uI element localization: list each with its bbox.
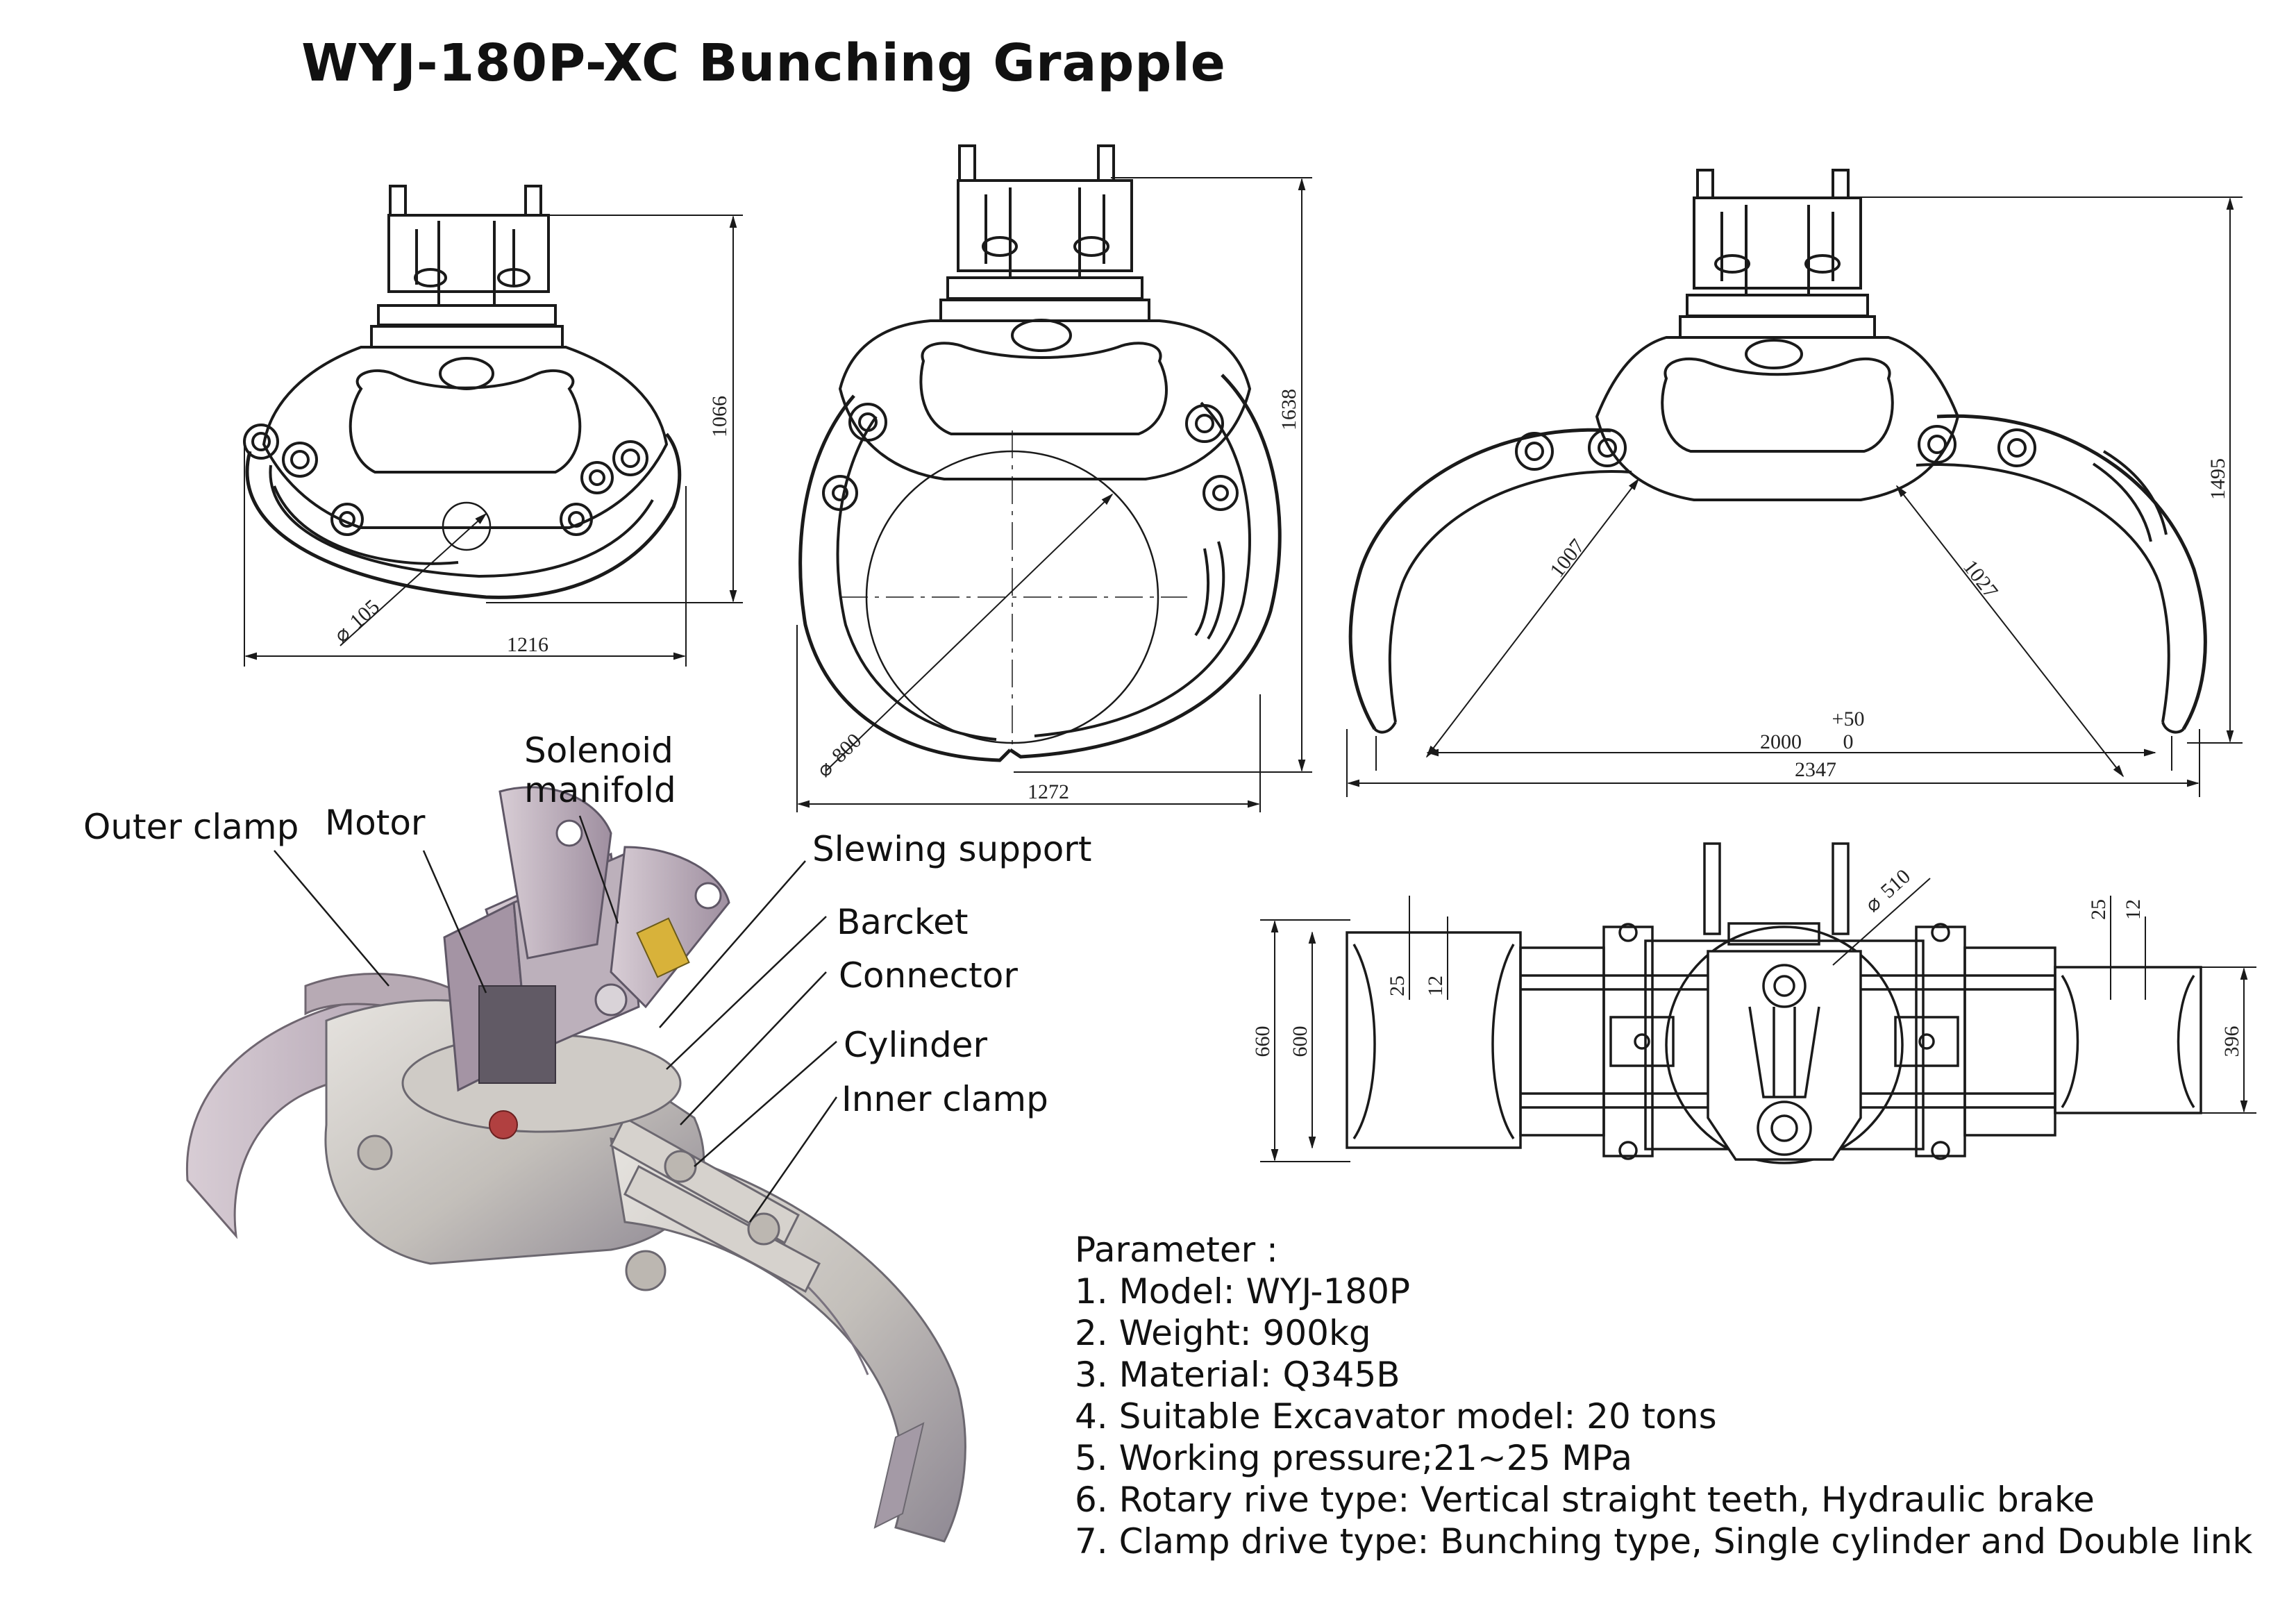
dim-12-left: 12 [1424, 976, 1447, 996]
callout-solenoid-line1: Solenoid [524, 730, 673, 771]
callout-connector: Connector [839, 955, 1018, 996]
callout-outer-clamp: Outer clamp [83, 807, 299, 847]
grapple-3d-render [185, 786, 966, 1543]
dim-1066: 1066 [708, 396, 731, 437]
diameter-symbol: ⌀ [812, 757, 837, 782]
dim-396: 396 [2220, 1026, 2243, 1057]
tolerance-zero: 0 [1843, 730, 1854, 753]
parameter-item: 6. Rotary rive type: Vertical straight t… [1075, 1480, 2095, 1520]
dim-1638: 1638 [1277, 389, 1300, 430]
dim-600: 600 [1289, 1026, 1312, 1057]
dim-1007: 1007 [1545, 535, 1589, 582]
dim-25-right: 25 [2087, 899, 2110, 920]
dim-25-left: 25 [1386, 976, 1409, 996]
callout-barcket: Barcket [837, 902, 968, 942]
top-view [1260, 842, 2256, 1164]
dim-660: 660 [1251, 1026, 1274, 1057]
parameter-item: 7. Clamp drive type: Bunching type, Sing… [1075, 1521, 2253, 1562]
callout-slewing-support: Slewing support [812, 829, 1091, 869]
callout-solenoid-line2: manifold [524, 770, 676, 810]
tolerance-plus: +50 [1832, 708, 1865, 730]
parameter-item: 3. Material: Q345B [1075, 1355, 1400, 1395]
callout-leaders [274, 815, 838, 1223]
diameter-symbol: ⌀ [1861, 891, 1886, 917]
dim-1495: 1495 [2206, 458, 2229, 500]
callout-cylinder: Cylinder [844, 1025, 987, 1065]
dim-1216: 1216 [507, 633, 548, 656]
dim-2000: 2000 [1760, 730, 1802, 753]
diagram-title: WYJ-180P-XC Bunching Grapple [301, 33, 1226, 93]
parameter-item: 1. Model: WYJ-180P [1075, 1271, 1411, 1312]
diameter-symbol: ⌀ [330, 621, 355, 647]
dim-800: 800 [828, 729, 866, 767]
dim-12-right: 12 [2122, 899, 2145, 920]
dim-105: 105 [345, 595, 384, 633]
callout-motor: Motor [325, 803, 426, 843]
front-view-open [1346, 169, 2243, 797]
dim-2347: 2347 [1795, 758, 1836, 781]
dim-1027: 1027 [1959, 555, 2002, 603]
parameter-item: 5. Working pressure;21~25 MPa [1075, 1438, 1632, 1478]
front-view-closed [243, 185, 743, 667]
parameter-list: Parameter : 1. Model: WYJ-180P 2. Weight… [1075, 1229, 2252, 1562]
parameter-heading: Parameter : [1075, 1230, 1278, 1270]
dim-1272: 1272 [1028, 780, 1069, 803]
front-view-log [796, 144, 1312, 812]
callout-inner-clamp: Inner clamp [841, 1079, 1048, 1119]
parameter-item: 4. Suitable Excavator model: 20 tons [1075, 1396, 1717, 1437]
parameter-item: 2. Weight: 900kg [1075, 1313, 1371, 1353]
